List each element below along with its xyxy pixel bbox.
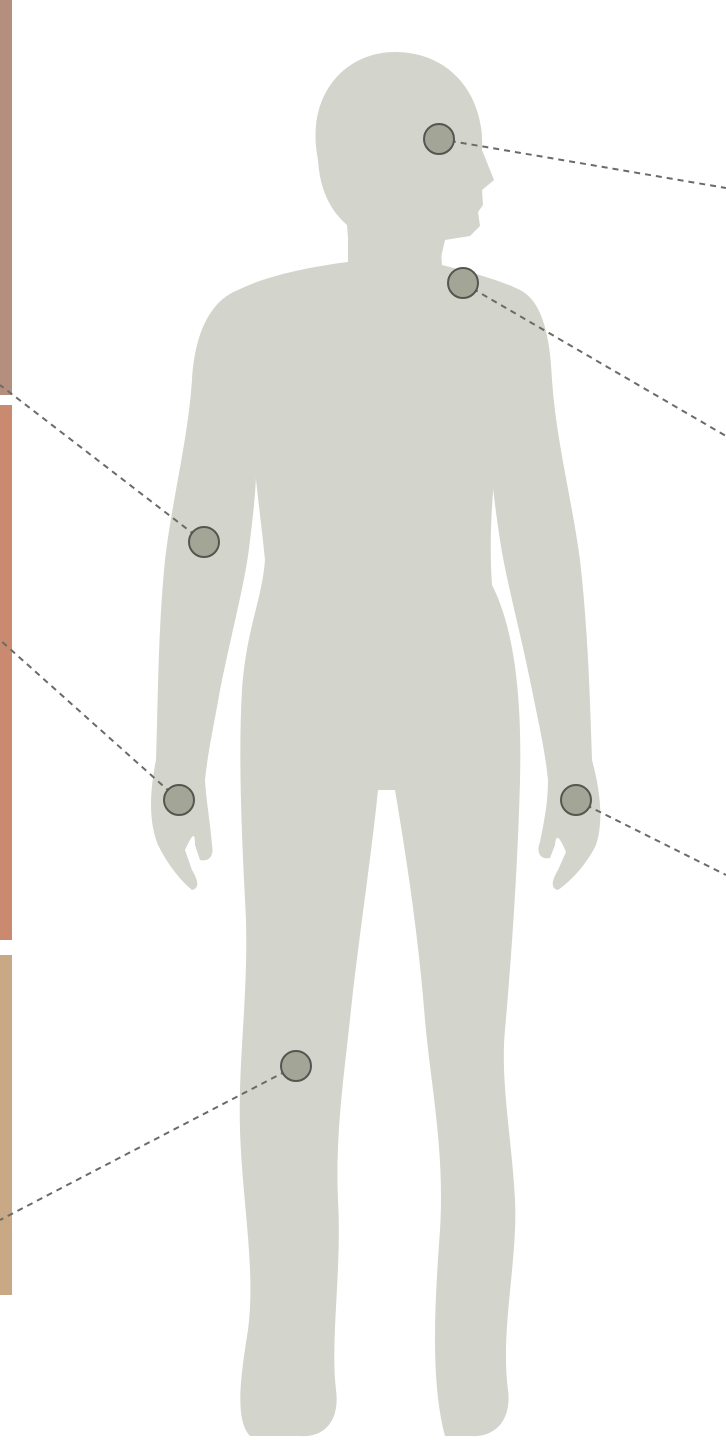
marker-wrist-left[interactable]: [164, 785, 194, 815]
human-silhouette: [151, 52, 600, 1436]
head-shape: [316, 52, 494, 262]
leader-line-wrist-right: [576, 800, 726, 875]
marker-elbow[interactable]: [189, 527, 219, 557]
leader-line-elbow: [0, 385, 204, 542]
torso-shape: [216, 228, 543, 1436]
marker-shoulder[interactable]: [448, 268, 478, 298]
marker-knee[interactable]: [281, 1051, 311, 1081]
marker-eye[interactable]: [424, 124, 454, 154]
leader-line-wrist-left: [0, 640, 179, 800]
marker-wrist-right[interactable]: [561, 785, 591, 815]
